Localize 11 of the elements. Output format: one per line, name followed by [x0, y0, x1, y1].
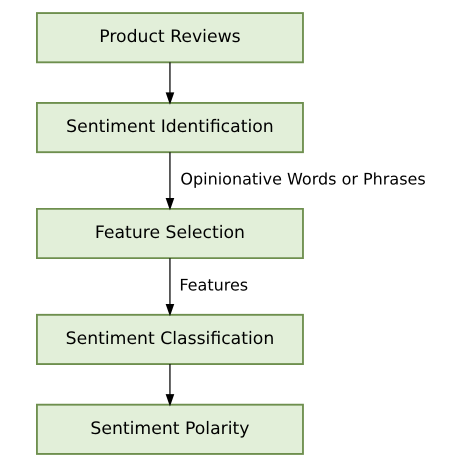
- node-box: Sentiment Classification: [36, 314, 304, 365]
- arrow: [165, 152, 174, 210]
- node-box: Sentiment Identification: [36, 102, 304, 154]
- edge-label: Opinionative Words or Phrases: [180, 170, 426, 189]
- arrow: [165, 62, 174, 105]
- arrow: [165, 258, 174, 316]
- edge-label: Features: [178, 276, 248, 295]
- node-box: Feature Selection: [36, 208, 304, 260]
- node-box: Product Reviews: [36, 12, 304, 64]
- arrow: [165, 364, 174, 406]
- node-box: Sentiment Polarity: [36, 404, 304, 455]
